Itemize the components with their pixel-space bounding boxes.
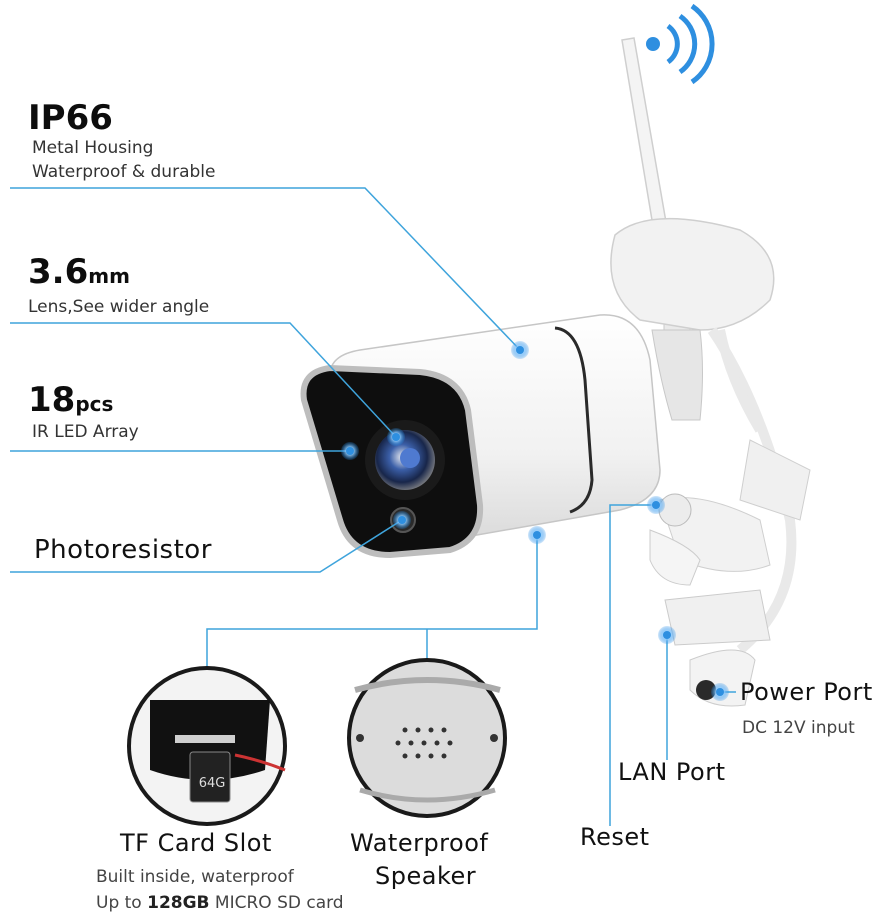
tf-card-line2: Up to 128GB MICRO SD card	[96, 891, 344, 915]
ip66-title: IP66	[28, 98, 113, 138]
speaker-title-line1: Waterproof	[350, 829, 489, 857]
lens-desc: Lens,See wider angle	[28, 297, 210, 317]
lens-spec: 3.6mm	[28, 252, 130, 292]
camera-body	[300, 314, 661, 559]
wall-mount	[610, 217, 775, 421]
photoresistor-label: Photoresistor	[34, 535, 212, 565]
reset-label: Reset	[580, 823, 650, 851]
ip66-line2: Waterproof & durable	[32, 162, 216, 182]
power-port-desc: DC 12V input	[742, 718, 855, 738]
tf-card-title: TF Card Slot	[120, 829, 272, 857]
tf-card-line2-pre: Up to	[96, 893, 148, 913]
ir-unit: pcs	[75, 392, 114, 416]
connectors	[649, 439, 811, 707]
lens-unit: mm	[88, 264, 130, 288]
speaker-title-line2: Speaker	[375, 862, 477, 890]
lens-value: 3.6	[28, 252, 89, 292]
ir-value: 18	[28, 380, 76, 420]
sd-card-size: 64G	[198, 776, 226, 791]
callout-lines	[10, 187, 736, 826]
ir-desc: IR LED Array	[32, 422, 139, 442]
ir-spec: 18pcs	[28, 380, 113, 420]
callout-dots	[341, 341, 729, 701]
lan-port-label: LAN Port	[618, 758, 726, 786]
tf-card-zoom	[127, 666, 287, 826]
tf-card-line1: Built inside, waterproof	[96, 867, 294, 887]
ip66-line1: Metal Housing	[32, 138, 154, 158]
tf-card-line2-post: MICRO SD card	[209, 893, 344, 913]
power-port-label: Power Port	[740, 678, 873, 706]
speaker-zoom	[347, 658, 507, 818]
wifi-signal-icon	[646, 3, 715, 85]
cables	[707, 327, 797, 654]
tf-card-line2-bold: 128GB	[147, 893, 210, 913]
